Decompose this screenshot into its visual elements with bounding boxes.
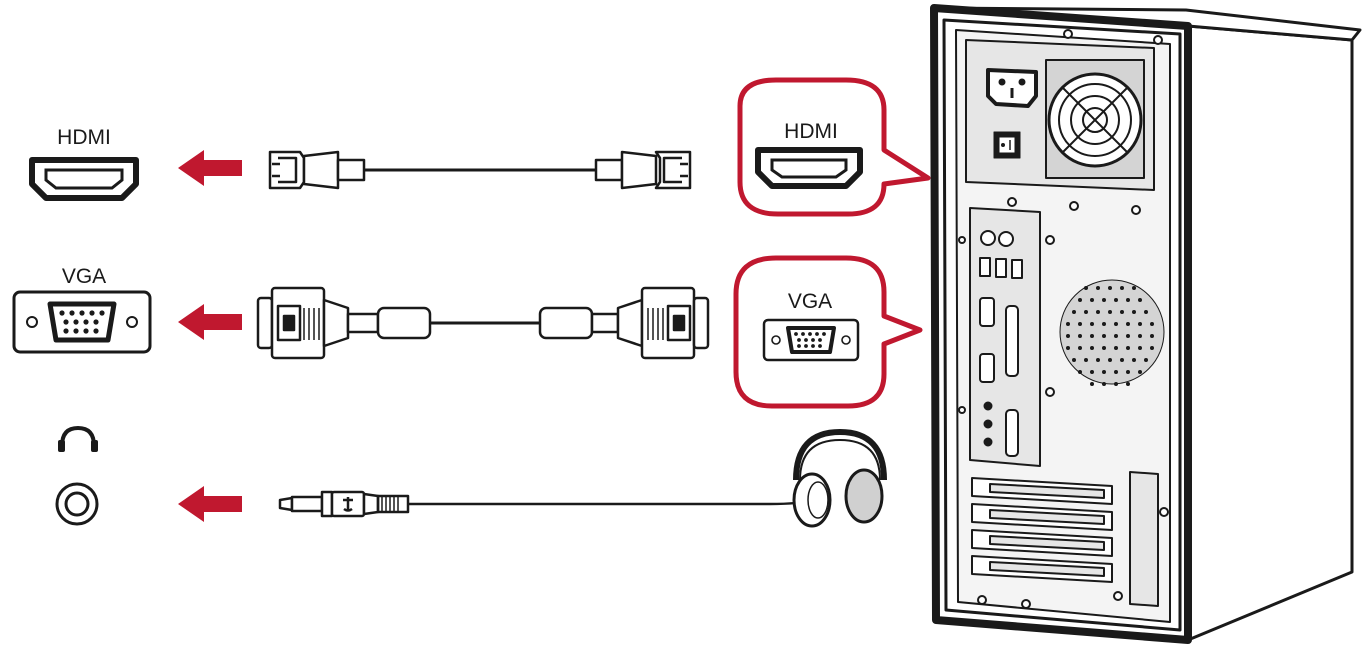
vga-cable bbox=[256, 286, 710, 360]
screws bbox=[958, 29, 1169, 609]
computer-tower bbox=[930, 4, 1362, 644]
direction-arrows bbox=[178, 150, 242, 522]
power-supply bbox=[965, 39, 1155, 191]
audio-arrow-icon bbox=[178, 486, 242, 522]
vga-arrow-icon bbox=[178, 304, 242, 340]
headphones-icon bbox=[792, 428, 887, 528]
hdmi-callout-label: HDMI bbox=[784, 120, 838, 143]
vga-callout-label: VGA bbox=[788, 290, 832, 313]
vga-callout: VGA bbox=[733, 255, 923, 409]
hdmi-port-label: HDMI bbox=[57, 126, 111, 149]
hdmi-arrow-icon bbox=[178, 150, 242, 186]
hdmi-callout: HDMI bbox=[737, 77, 931, 217]
headphone-icon bbox=[58, 425, 98, 452]
hdmi-port-icon bbox=[29, 157, 139, 201]
audio-jack-icon bbox=[55, 482, 99, 526]
vga-port-icon bbox=[12, 290, 152, 354]
hdmi-cable bbox=[268, 150, 692, 190]
ventilation-grille bbox=[1059, 279, 1165, 385]
vga-port-label: VGA bbox=[62, 265, 106, 288]
hdmi-callout-port-icon bbox=[755, 147, 863, 189]
expansion-slots bbox=[971, 471, 1159, 607]
fan-grille-icon bbox=[1045, 59, 1145, 179]
monitor-ports: HDMI VGA bbox=[12, 126, 152, 526]
io-panel bbox=[969, 207, 1041, 467]
vent-holes bbox=[1066, 286, 1154, 386]
vga-callout-port-icon bbox=[762, 318, 860, 362]
audio-cable bbox=[278, 490, 813, 518]
